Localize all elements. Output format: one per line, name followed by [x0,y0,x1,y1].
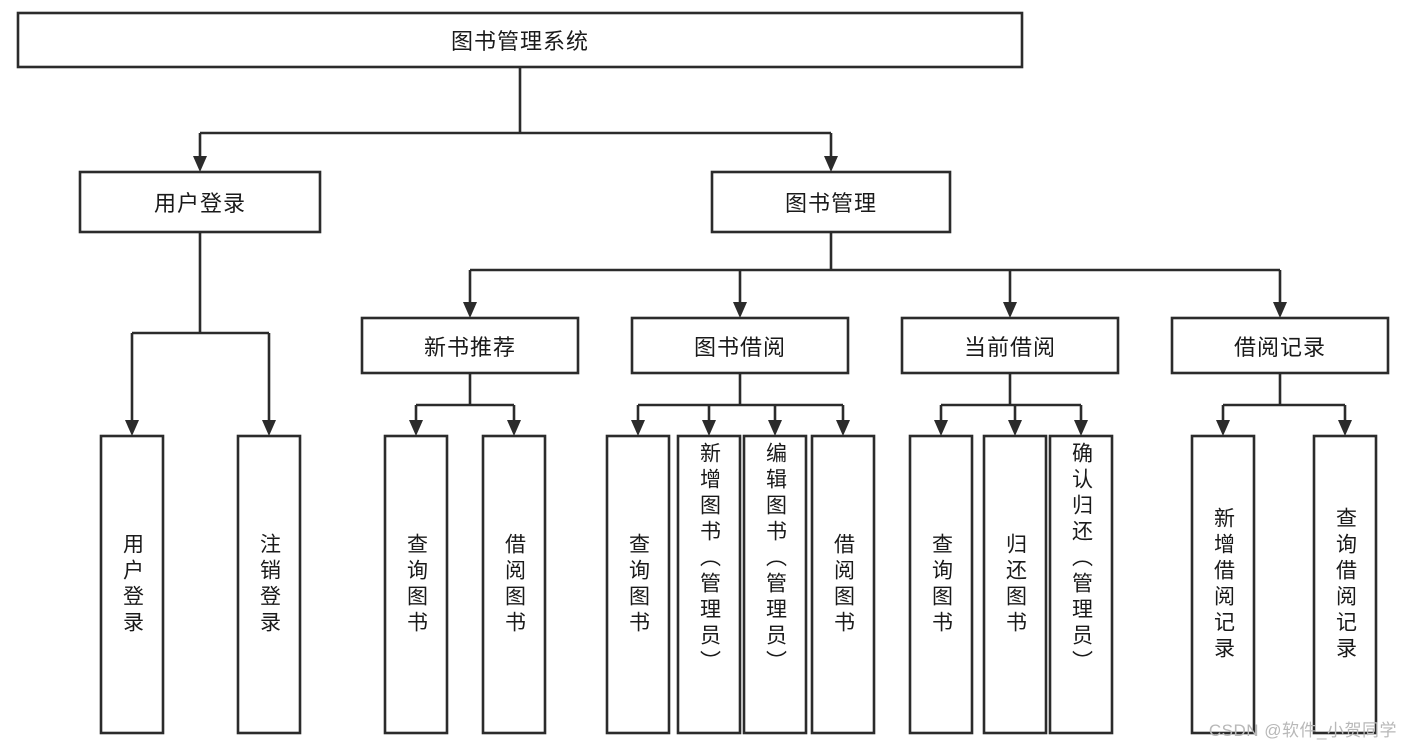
edge-book-manage-to-level3-3-arrowhead [1273,302,1287,318]
boxes-layer [16,11,1390,735]
node-box-leaf-user-logout[interactable] [236,434,302,735]
edge-current-borrow-to-leaves-2-arrowhead [1074,420,1088,436]
node-box-leaf-add-borrow-record[interactable] [1190,434,1256,735]
node-box-borrow-record[interactable] [1170,316,1390,375]
node-box-book-borrow[interactable] [630,316,850,375]
edge-borrow-record-to-leaves-1-arrowhead [1338,420,1352,436]
edge-root-to-level2-1-arrowhead [824,156,838,172]
edge-current-borrow-to-leaves-1-arrowhead [1008,420,1022,436]
edge-borrow-record-to-leaves-0-arrowhead [1216,420,1230,436]
edge-user-login-to-leaves-0-arrowhead [125,420,139,436]
edge-book-manage-to-level3-1-arrowhead [733,302,747,318]
node-box-new-book-rec[interactable] [360,316,580,375]
edge-root-to-level2-0-arrowhead [193,156,207,172]
edge-book-borrow-to-leaves-0-arrowhead [631,420,645,436]
edge-book-manage-to-level3-0-arrowhead [463,302,477,318]
node-box-root[interactable] [16,11,1024,69]
edge-book-borrow-to-leaves-2-arrowhead [768,420,782,436]
edge-new-book-rec-to-leaves-1-arrowhead [507,420,521,436]
node-box-leaf-edit-book-admin[interactable] [742,434,808,735]
edge-current-borrow-to-leaves-0-arrowhead [934,420,948,436]
node-box-leaf-borrow-book-2[interactable] [810,434,876,735]
watermark-text: CSDN @软件_小贺同学 [1208,721,1397,740]
node-box-leaf-query-book-2[interactable] [605,434,671,735]
node-box-leaf-return-book[interactable] [982,434,1048,735]
node-box-leaf-query-book-3[interactable] [908,434,974,735]
node-box-leaf-user-login[interactable] [99,434,165,735]
node-box-user-login[interactable] [78,170,322,234]
node-box-leaf-query-borrow-record[interactable] [1312,434,1378,735]
edge-user-login-to-leaves-1-arrowhead [262,420,276,436]
node-box-leaf-confirm-return-admin[interactable] [1048,434,1114,735]
node-box-book-manage[interactable] [710,170,952,234]
edge-new-book-rec-to-leaves-0-arrowhead [409,420,423,436]
node-box-leaf-add-book-admin[interactable] [676,434,742,735]
edge-book-manage-to-level3-2-arrowhead [1003,302,1017,318]
edge-book-borrow-to-leaves-1-arrowhead [702,420,716,436]
node-box-leaf-query-book-1[interactable] [383,434,449,735]
edge-book-borrow-to-leaves-3-arrowhead [836,420,850,436]
node-box-current-borrow[interactable] [900,316,1120,375]
edges-layer [125,67,1352,436]
node-box-leaf-borrow-book-1[interactable] [481,434,547,735]
